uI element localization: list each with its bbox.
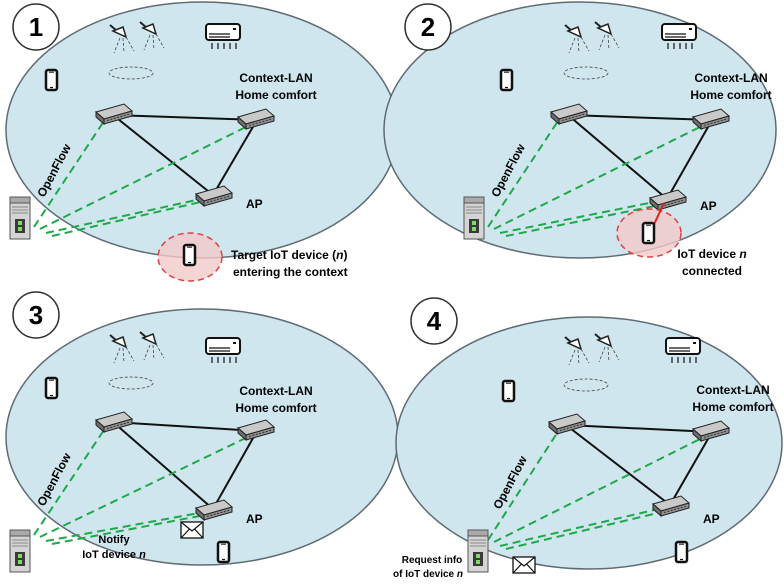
context-label: Context-LAN xyxy=(239,71,312,85)
context-sublabel: Home comfort xyxy=(235,401,316,415)
context-sublabel: Home comfort xyxy=(690,88,771,102)
envelope-icon xyxy=(512,556,536,574)
ap-label: AP xyxy=(246,512,263,526)
lan-link xyxy=(112,114,258,121)
openflow-links xyxy=(487,114,709,237)
lan-link xyxy=(112,114,214,196)
lan-link xyxy=(112,421,258,432)
context-label: Context-LAN xyxy=(696,383,769,397)
smartphone-icon xyxy=(44,68,59,92)
device-note-line1: Target IoT device (n) xyxy=(231,248,347,262)
step-badge xyxy=(410,297,458,345)
lamp-light-area xyxy=(563,66,609,80)
smartphone-icon xyxy=(216,540,231,564)
device-note-line2: connected xyxy=(682,264,742,278)
lan-link xyxy=(567,114,713,121)
smartphone-icon xyxy=(641,221,656,245)
openflow-links xyxy=(487,426,709,550)
step-badge xyxy=(12,3,60,51)
step-number: 3 xyxy=(29,300,43,330)
step-number: 2 xyxy=(421,12,435,42)
smartphone-icon xyxy=(674,540,689,564)
step-badge xyxy=(12,291,60,339)
controller-server-icon xyxy=(9,196,31,240)
step-number: 1 xyxy=(29,12,43,42)
controller-server-icon xyxy=(9,529,31,573)
lan-link xyxy=(666,119,713,200)
device-note-line1: IoT device n xyxy=(677,247,746,261)
step-number: 4 xyxy=(427,306,442,336)
envelope-icon xyxy=(180,521,204,539)
smartphone-icon xyxy=(501,379,516,403)
lan-link xyxy=(565,424,671,506)
ap-label: AP xyxy=(246,197,263,211)
request-line1: Request info xyxy=(402,555,463,566)
controller-server-icon xyxy=(463,196,485,240)
panel-3: 3 Context-LAN Home comfort AP OpenFlow N… xyxy=(5,291,399,573)
panel-4: 4 Context-LAN Home comfort AP OpenFlow R… xyxy=(393,297,783,580)
context-label: Context-LAN xyxy=(694,71,767,85)
ap-label: AP xyxy=(700,199,717,213)
context-ellipse xyxy=(5,1,399,259)
lan-link xyxy=(212,430,258,510)
step-badge xyxy=(404,3,452,51)
context-sublabel: Home comfort xyxy=(235,88,316,102)
lan-link xyxy=(212,119,258,196)
smartphone-icon xyxy=(182,243,197,267)
panel-2: 2 Context-LAN Home comfort AP OpenFlow I… xyxy=(383,1,777,278)
lan-link xyxy=(669,431,713,506)
lan-link xyxy=(567,114,668,200)
ap-label: AP xyxy=(703,512,720,526)
lamp-light-area xyxy=(563,378,609,392)
controller-server-icon xyxy=(467,529,489,573)
openflow-links xyxy=(33,114,255,237)
lan-link xyxy=(565,424,713,433)
lan-link xyxy=(112,421,214,510)
smartphone-icon xyxy=(499,68,514,92)
context-label: Context-LAN xyxy=(239,384,312,398)
lamp-light-area xyxy=(108,66,154,80)
smartphone-icon xyxy=(44,376,59,400)
openflow-links xyxy=(33,423,255,545)
notify-line1: Notify xyxy=(98,534,130,546)
request-line2: of IoT device n xyxy=(393,569,463,580)
lamp-light-area xyxy=(108,376,154,390)
notify-line2: IoT device n xyxy=(82,549,146,561)
device-note-line2: entering the context xyxy=(233,265,348,279)
context-sublabel: Home comfort xyxy=(692,400,773,414)
panel-1: 1 Context-LAN Home comfort AP OpenFlow T… xyxy=(5,1,399,282)
